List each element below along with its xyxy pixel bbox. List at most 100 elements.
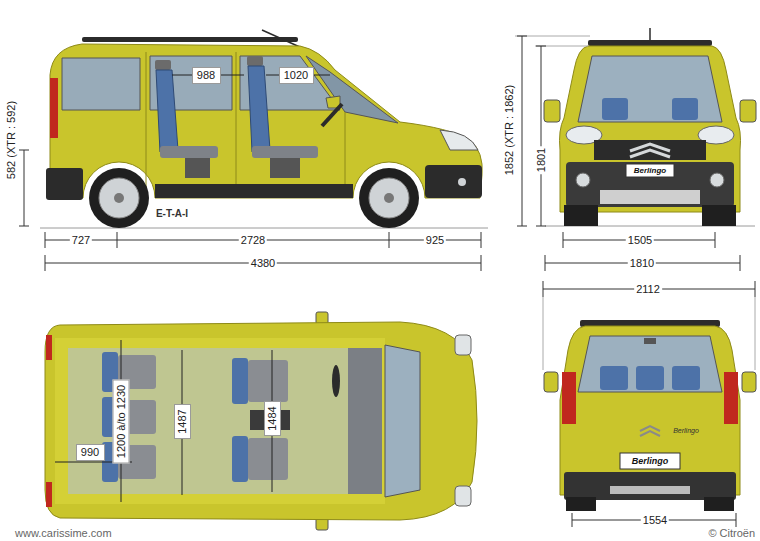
side-view	[247, 56, 263, 66]
rear-view	[610, 486, 690, 494]
front-view	[710, 173, 724, 187]
dimension-value: 1505	[626, 234, 654, 247]
dimension-value: 990	[81, 446, 99, 459]
top-view	[248, 438, 288, 480]
side-view	[40, 30, 488, 228]
rear-view	[636, 366, 664, 390]
side-dimensions	[45, 255, 46, 271]
side-view	[322, 104, 342, 126]
front-dimensions	[535, 46, 588, 47]
top-view	[232, 436, 248, 482]
side-dimensions	[19, 150, 29, 151]
rear-view	[544, 372, 558, 392]
rear-view	[724, 372, 738, 424]
logo-text: E-T-A-I	[156, 208, 188, 220]
rear-view	[564, 472, 736, 500]
front-view	[544, 100, 560, 122]
rear-view	[562, 372, 576, 424]
dimension-value: 1852 (XTR : 1862)	[503, 83, 516, 178]
front-view	[600, 190, 700, 204]
side-view	[270, 158, 300, 178]
dimension-value: 1487	[176, 409, 189, 433]
dimension-value: 2112	[634, 283, 662, 296]
side-view	[155, 184, 353, 198]
side-view	[146, 52, 147, 198]
front-view	[630, 150, 670, 157]
rear-view	[578, 336, 722, 392]
rear-dimensions	[755, 297, 756, 370]
dimension-value: 1810	[628, 257, 656, 270]
rear-view	[644, 338, 656, 344]
side-view	[62, 58, 140, 110]
top-view	[385, 345, 420, 497]
side-view	[46, 168, 83, 200]
front-dimensions	[715, 232, 716, 248]
dimension-box: 1200 à/to 1230	[113, 379, 130, 463]
front-view	[566, 162, 734, 207]
badge-text: Berlingo	[632, 456, 669, 467]
side-view	[345, 112, 346, 185]
side-view	[458, 178, 466, 186]
front-view	[544, 28, 756, 226]
side-view	[114, 193, 124, 203]
watermark: www.carissime.com	[15, 527, 112, 540]
front-dimensions	[563, 232, 564, 248]
dimension-value: 2728	[239, 234, 267, 247]
side-view	[89, 168, 149, 228]
dimension-value: 1554	[641, 514, 669, 527]
side-view	[156, 70, 178, 152]
dimension-value: 1801	[535, 146, 548, 174]
front-view	[740, 100, 756, 122]
top-dimensions	[55, 340, 272, 502]
side-view	[50, 78, 58, 138]
top-view	[248, 360, 288, 402]
front-dimensions	[515, 36, 740, 271]
front-view	[588, 40, 712, 46]
side-view	[248, 66, 270, 152]
front-dimensions	[545, 255, 546, 271]
front-view	[672, 98, 698, 120]
side-dimensions	[481, 232, 482, 248]
top-view	[232, 358, 248, 404]
side-view	[306, 56, 398, 123]
dimension-value: 1484	[266, 406, 279, 430]
side-view	[99, 178, 139, 218]
copyright-note: © Citroën	[708, 527, 755, 540]
front-view	[594, 140, 706, 160]
badge-text: Berlingo	[673, 426, 699, 435]
side-view	[440, 130, 478, 150]
side-dimensions	[19, 150, 481, 271]
side-dimensions	[117, 232, 118, 248]
front-view	[576, 173, 590, 187]
dimension-box: 988	[192, 67, 221, 84]
rear-view	[566, 497, 596, 511]
side-dimensions	[24, 150, 25, 226]
front-view	[649, 28, 651, 40]
front-dimensions	[517, 36, 527, 37]
front-view	[564, 205, 598, 226]
top-view	[455, 486, 471, 506]
front-dimensions	[522, 36, 523, 226]
front-view	[702, 205, 736, 226]
side-view	[236, 52, 237, 185]
side-dimensions	[45, 232, 46, 248]
dimension-value: 4380	[249, 257, 277, 270]
rear-view	[544, 320, 756, 511]
front-view	[626, 164, 674, 177]
top-view	[55, 338, 385, 504]
side-view	[425, 165, 482, 198]
top-view	[45, 312, 477, 530]
side-view	[384, 193, 394, 203]
top-view	[46, 335, 52, 360]
top-view	[332, 365, 340, 397]
dimension-value: 582 (XTR : 592)	[5, 99, 18, 181]
rear-view	[560, 326, 740, 495]
rear-dimensions	[755, 281, 756, 297]
rear-view	[620, 453, 680, 469]
front-dimensions	[536, 46, 546, 47]
side-view	[252, 146, 318, 158]
top-view	[348, 348, 382, 494]
side-view	[185, 158, 210, 178]
front-view	[560, 46, 741, 212]
